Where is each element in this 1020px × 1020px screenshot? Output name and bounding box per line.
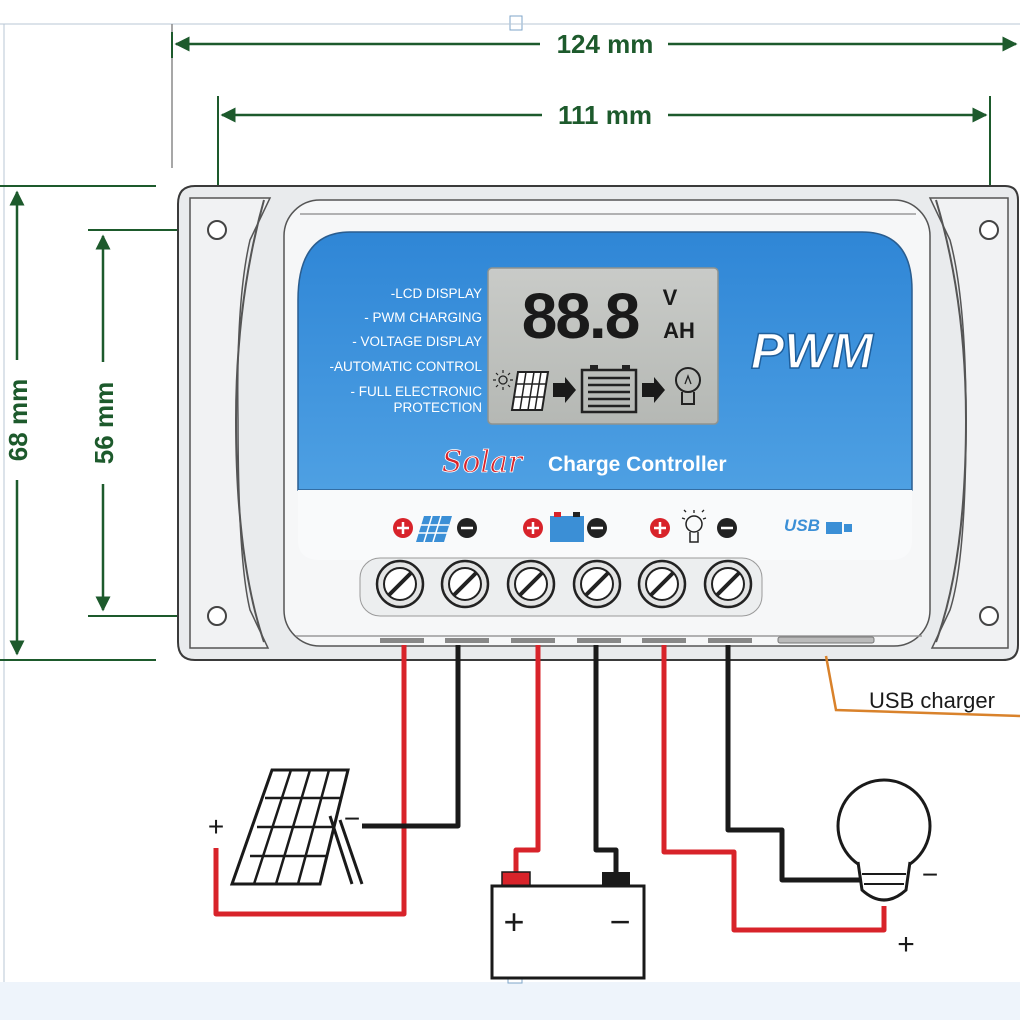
wire-battery-negative [593,645,619,878]
feature-protection-2: PROTECTION [393,400,482,415]
selection-handle-top [509,15,523,31]
title-script: Solar [442,445,524,480]
mount-hole-bottom-left [207,606,227,626]
dimension-111-label: 111 mm [558,100,652,130]
wire-solar-positive [213,645,407,917]
bulb-minus-label: − [922,859,938,890]
mount-hole-bottom-right [979,606,999,626]
feature-auto: -AUTOMATIC CONTROL [329,359,482,374]
wire-battery-positive [513,645,541,878]
usb-port [777,636,875,644]
usb-charger-label: USB charger [869,688,995,713]
wiring [213,645,887,933]
lcd-solar-panel-icon [510,371,550,411]
lcd-bulb-icon [675,367,701,405]
bulb-plus-label: + [897,928,915,961]
screw-6 [703,559,753,609]
feature-protection-1: - FULL ELECTRONIC [350,384,482,399]
usb-charger-callout: USB charger [824,655,1020,718]
feature-voltage: - VOLTAGE DISPLAY [352,334,482,349]
dimension-124-label: 124 mm [557,29,654,59]
screw-2 [440,559,490,609]
bottom-band [0,982,1020,1020]
screw-5 [637,559,687,609]
feature-lcd: -LCD DISPLAY [391,286,482,301]
screw-3 [506,559,556,609]
feature-pwm: - PWM CHARGING [364,310,482,325]
battery-icon: + − [490,871,646,980]
svg-text:USB: USB [784,516,820,535]
battery-terminal-symbols [523,512,607,542]
mount-hole-top-left [207,220,227,240]
solar-terminal-symbols [393,515,477,543]
lcd-arrow-icon-2 [642,377,665,403]
dimension-124: 124 mm [171,29,1018,59]
dimension-68-label: 68 mm [3,379,33,461]
wire-slots [380,636,875,644]
screw-terminals [359,557,763,617]
load-terminal-symbols [650,509,737,543]
battery-plus-label: + [503,901,524,942]
dimension-111: 111 mm [217,96,991,186]
lcd-arrow-icon [553,377,576,403]
solar-minus-label: − [344,803,360,834]
usb-logo: USB [784,516,852,535]
solar-plus-label: + [208,811,224,842]
wire-load-negative [725,645,862,883]
feature-list: -LCD DISPLAY - PWM CHARGING - VOLTAGE DI… [329,286,482,415]
lcd-battery-icon [580,365,638,414]
light-bulb-icon: − + [836,778,938,961]
screw-1 [375,559,425,609]
battery-minus-label: − [609,901,630,942]
terminal-symbols: USB [393,509,852,543]
pwm-logo: PWM [751,323,875,379]
lcd-sun-icon [493,370,513,390]
wire-solar-negative [362,645,461,829]
dimension-56: 56 mm [88,229,210,617]
dimension-56-label: 56 mm [89,382,119,464]
title-text: Charge Controller [548,453,727,476]
screw-4 [572,559,622,609]
lcd-unit-ah: AH [663,318,695,343]
solar-panel-icon: + − [208,768,364,886]
lcd-unit-v: V [663,285,678,310]
dimension-68: 68 mm [0,185,156,661]
lcd-screen: 88.8 V AH [487,267,719,425]
mount-hole-top-right [979,220,999,240]
lcd-digits: 88.8 [522,280,639,352]
wire-load-positive [661,645,887,933]
